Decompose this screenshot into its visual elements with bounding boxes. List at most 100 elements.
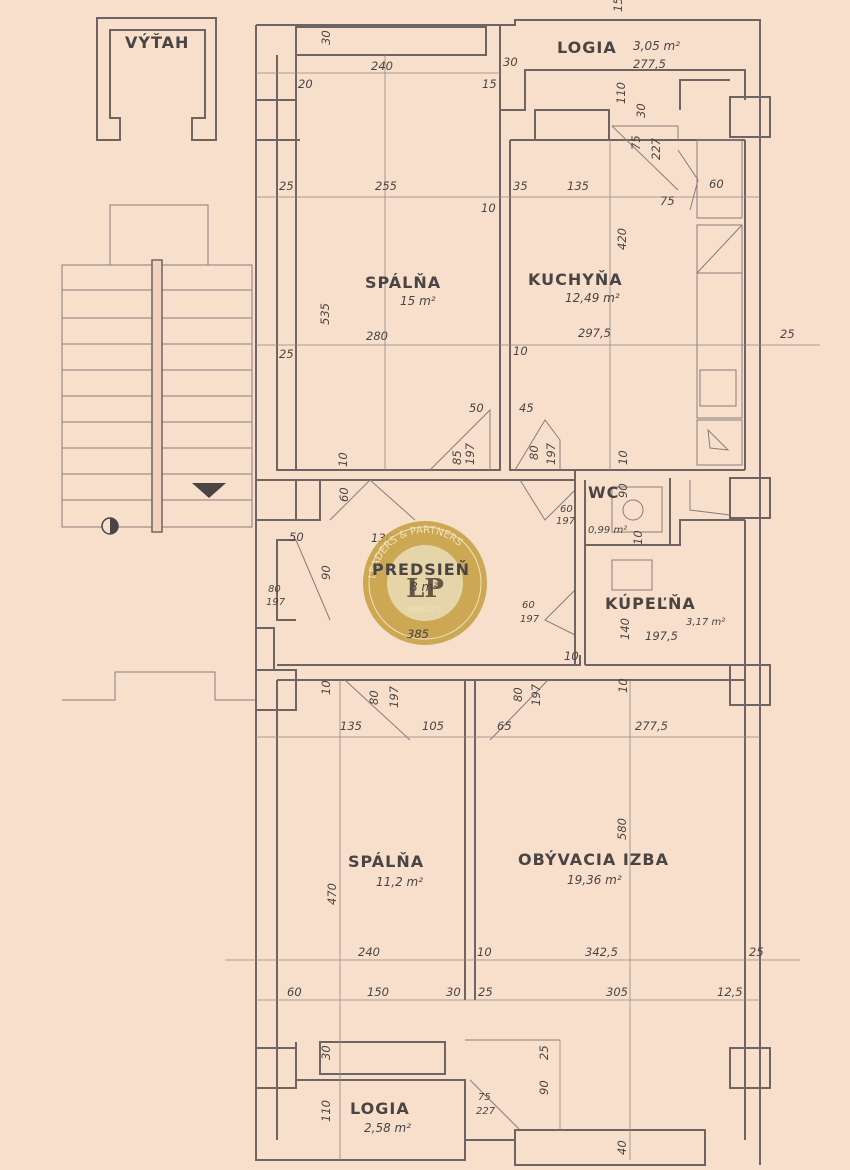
dim: 12,5 [717, 985, 743, 999]
dim: 30 [319, 1045, 333, 1060]
dim: 60 [709, 177, 724, 191]
kuchyna-area: 12,49 m² [565, 291, 620, 305]
dim: 10 [481, 201, 496, 215]
dim: 25 [537, 1045, 551, 1060]
dim: 60 [560, 504, 573, 515]
dim: 30 [319, 30, 333, 45]
dim: 10 [616, 450, 630, 465]
spalna-top-label: SPÁLŇA [365, 273, 441, 292]
dim: 110 [614, 82, 628, 104]
dim: 197 [520, 614, 540, 625]
dim: 280 [366, 329, 388, 343]
obyvacia-area: 19,36 m² [567, 873, 622, 887]
predsien-area: 8 m² [410, 580, 438, 594]
dim: 50 [469, 401, 484, 415]
dim: 80 [511, 687, 525, 702]
dim: 240 [358, 945, 380, 959]
dim: 25 [780, 327, 795, 341]
dim: 75 [478, 1092, 491, 1103]
wc-bathroom-walls [574, 470, 745, 666]
dim: 135 [340, 719, 362, 733]
kuchyna-label: KUCHYŇA [528, 270, 623, 289]
dimension-labels: 240 30 20 15 30 110 30 15 25 255 10 35 1… [266, 0, 795, 1155]
dim: 30 [503, 55, 518, 69]
elevator-shaft [96, 17, 217, 141]
kupelna-label: KÚPEĽŇA [605, 594, 696, 613]
dim: 85 [450, 450, 464, 465]
bottom-walls [277, 679, 745, 1166]
dim: 90 [537, 1080, 551, 1095]
spalna-bottom-label: SPÁLŇA [348, 852, 424, 871]
spalna-top-area: 15 m² [400, 294, 436, 308]
dim: 240 [371, 59, 393, 73]
dim: 75 [629, 135, 643, 150]
dim: 50 [289, 530, 304, 544]
logo-sub-text: REALITY [409, 605, 442, 614]
dim: 80 [527, 445, 541, 460]
dim: 80 [268, 584, 281, 595]
dim: 60 [522, 600, 535, 611]
kitchen-walls [509, 125, 745, 471]
dim: 470 [325, 883, 339, 905]
dim: 60 [337, 487, 351, 502]
dim: 535 [318, 303, 332, 325]
dim: 10 [477, 945, 492, 959]
dim: 90 [616, 483, 630, 498]
staircase [61, 204, 255, 701]
dim: 20 [298, 77, 313, 91]
dim: 580 [615, 818, 629, 840]
dim: 197 [556, 516, 576, 527]
outer-walls [255, 19, 761, 1165]
dim: 197 [387, 685, 401, 708]
realtor-logo-watermark: LEADERS & PARTNERS LP REALITY [363, 521, 487, 645]
dim: 227 [476, 1106, 496, 1117]
obyvacia-label: OBÝVACIA IZBA [518, 850, 669, 869]
dim: 65 [497, 719, 512, 733]
wc-label: WC [588, 483, 619, 502]
dim: 15 [611, 0, 625, 12]
dim: 90 [319, 565, 333, 580]
dim: 25 [279, 347, 294, 361]
logia-top-area: 3,05 m² [633, 39, 680, 53]
dim: 30 [446, 985, 461, 999]
dim: 227 [649, 137, 663, 160]
logia-top-dim: 277,5 [633, 57, 666, 71]
logia-top-label: LOGIA [557, 38, 617, 57]
dim: 30 [634, 103, 648, 118]
dim: 35 [513, 179, 528, 193]
dim: 277,5 [635, 719, 668, 733]
logia-bottom-area: 2,58 m² [364, 1121, 411, 1135]
dim: 197 [544, 442, 558, 465]
dim: 305 [606, 985, 628, 999]
dim: 10 [336, 452, 350, 467]
dim: 197 [529, 683, 543, 706]
dim: 297,5 [578, 326, 611, 340]
dim: 150 [367, 985, 389, 999]
dim: 25 [478, 985, 493, 999]
dimension-lines [225, 55, 820, 1160]
dim: 197 [266, 597, 286, 608]
dim: 25 [279, 179, 294, 193]
dim: 10 [616, 678, 630, 693]
dim: 80 [367, 690, 381, 705]
spalna-bottom-area: 11,2 m² [376, 875, 423, 889]
elevator-label: VÝŤAH [125, 33, 189, 52]
dim: 135 [567, 179, 589, 193]
dim: 420 [615, 228, 629, 250]
wc-area: 0,99 m² [588, 525, 627, 536]
kupelna-area: 3,17 m² [686, 617, 725, 628]
predsien-label: PREDSIEŇ [372, 560, 470, 579]
dim: 25 [749, 945, 764, 959]
dim: 255 [375, 179, 397, 193]
dim: 10 [513, 344, 528, 358]
dim: 15 [482, 77, 497, 91]
top-window [295, 26, 487, 56]
kupelna-dim: 197,5 [645, 629, 678, 643]
dim: 140 [618, 618, 632, 640]
logo-mark: LP [406, 574, 444, 604]
dim: 197 [463, 442, 477, 465]
dim: 60 [287, 985, 302, 999]
dim: 40 [615, 1140, 629, 1155]
dim: 10 [564, 649, 579, 663]
dim: 45 [519, 401, 534, 415]
